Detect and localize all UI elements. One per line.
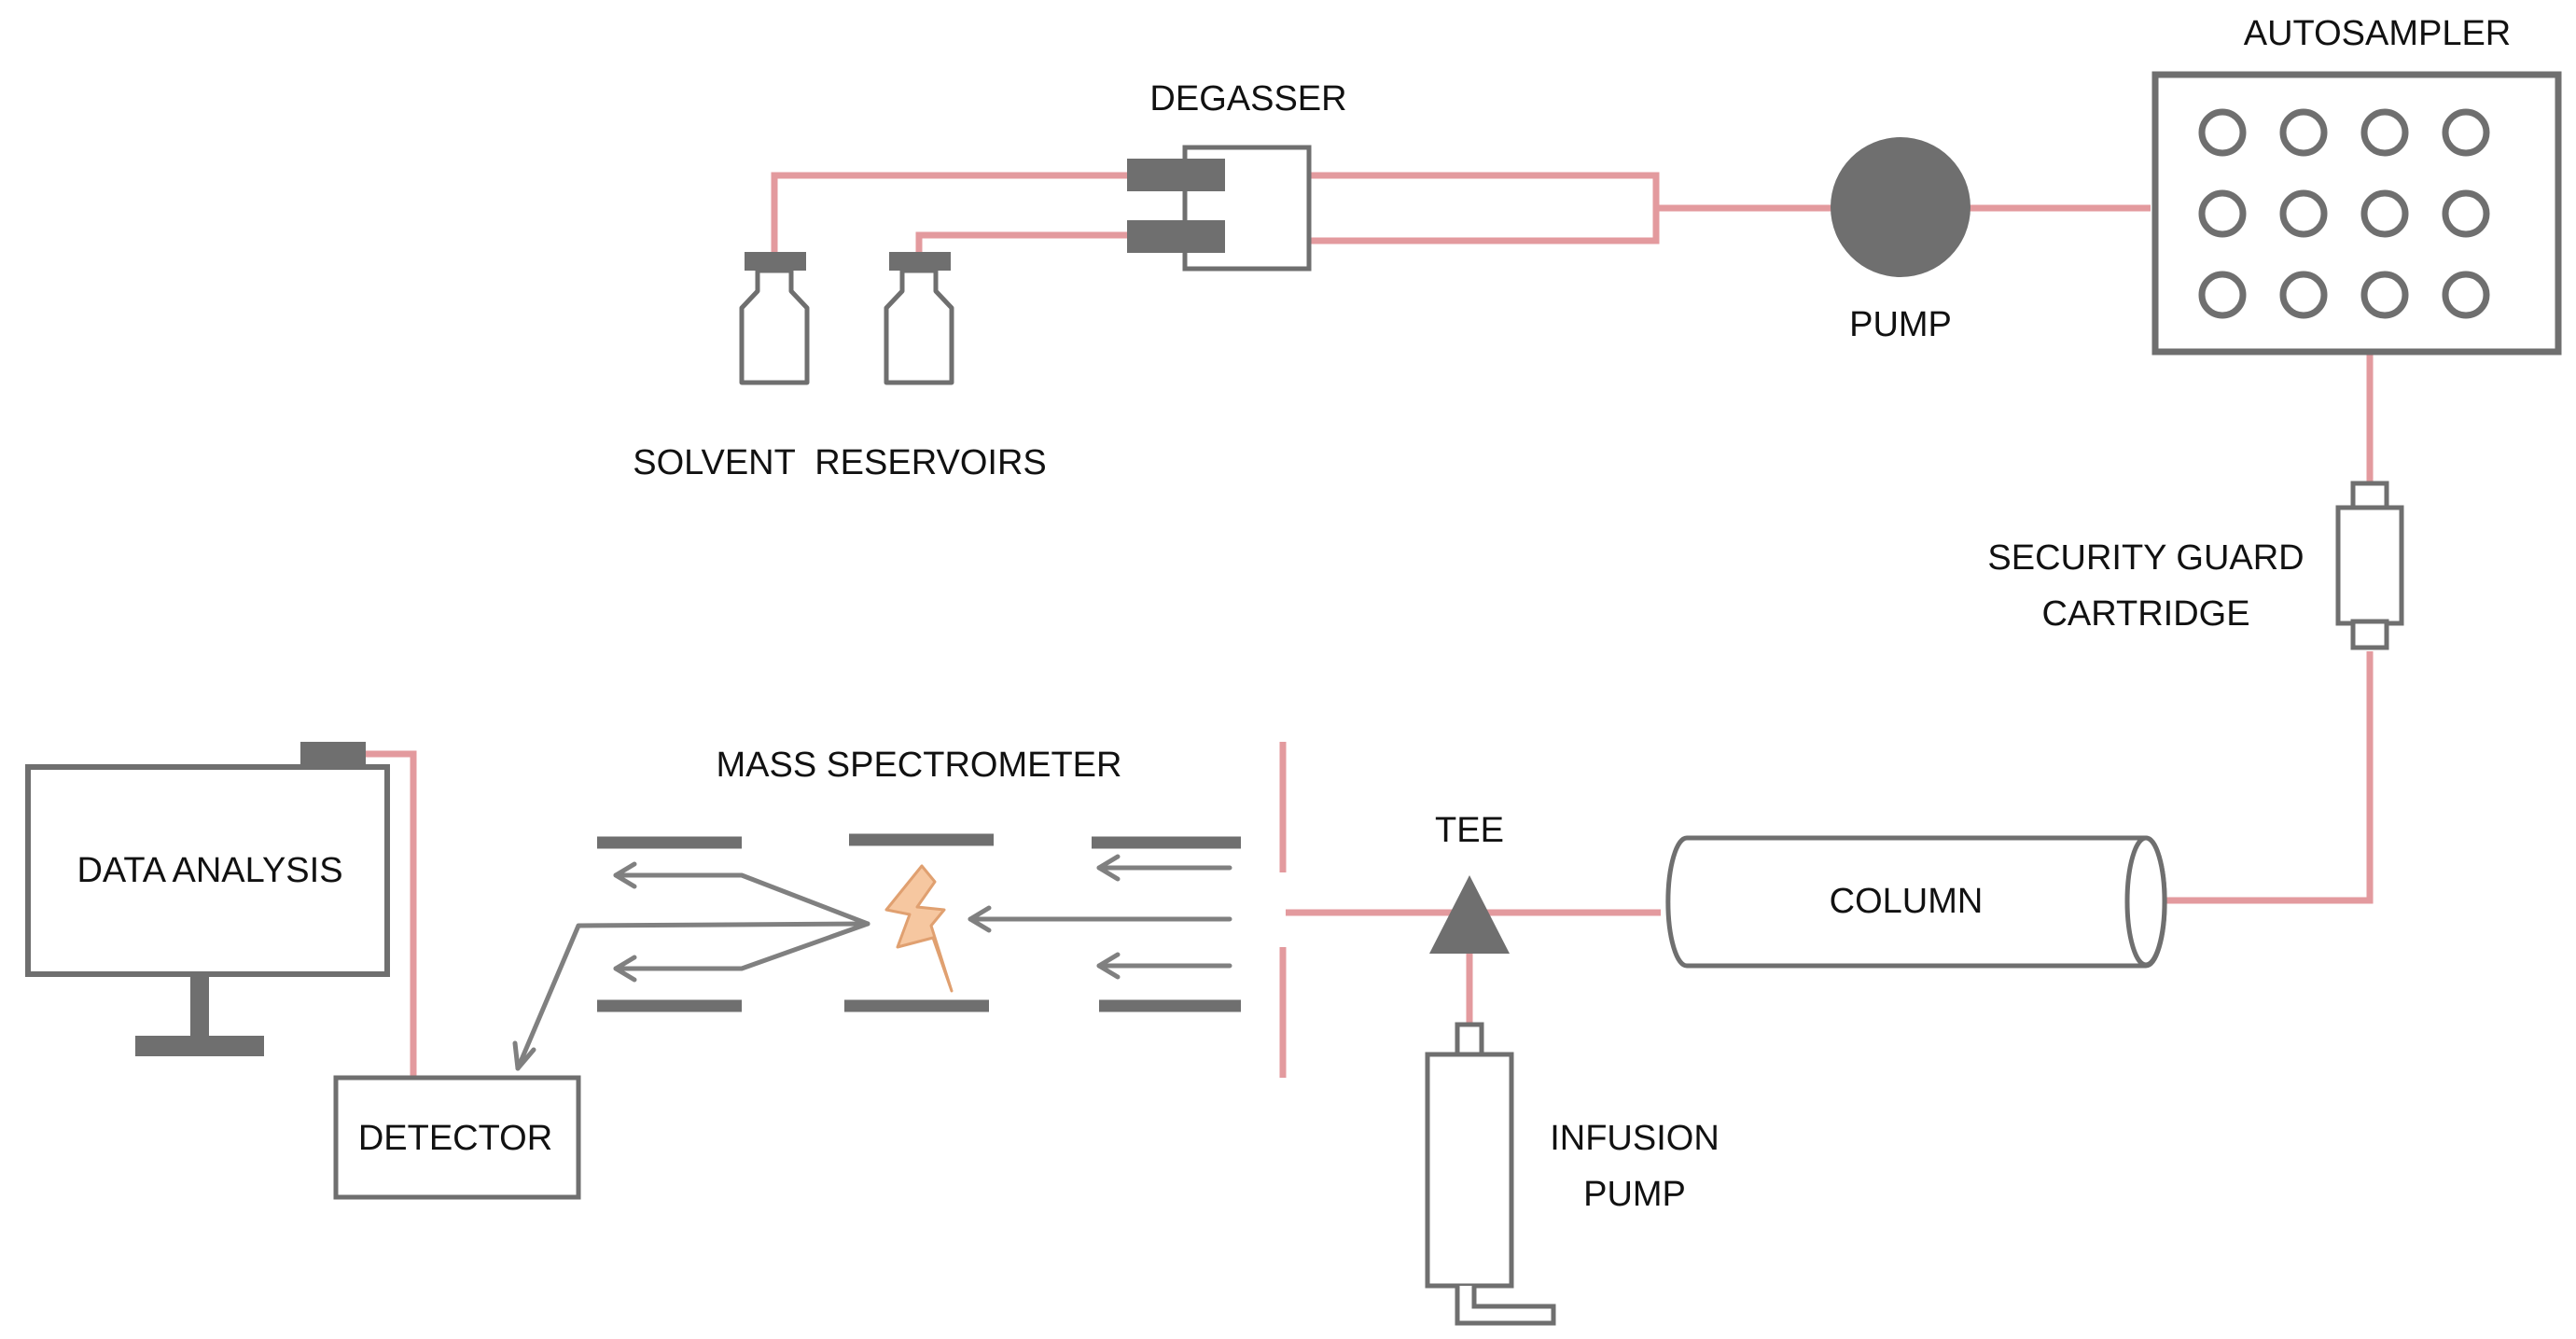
sample-well-icon [2360, 271, 2409, 319]
autosampler-box [2151, 71, 2562, 356]
detector: DETECTOR [333, 1075, 581, 1200]
pump: PUMP [1831, 137, 1970, 344]
syringe-tip [1455, 1022, 1484, 1059]
label-tee: TEE [1435, 811, 1504, 850]
degasser-port-2-front [1127, 220, 1225, 253]
pump-icon [1831, 137, 1970, 277]
label-solvent-reservoirs: SOLVENT RESERVOIRS [633, 443, 1046, 482]
guard-bottom-fitting [2350, 619, 2389, 650]
sample-well-icon [2360, 189, 2409, 238]
sample-well-icon [2442, 271, 2490, 319]
data-analysis-computer: DATA ANALYSIS [25, 742, 390, 1056]
tubing-guard-to-column [2165, 651, 2374, 904]
label-security-guard-line2: CARTRIDGE [2041, 594, 2249, 634]
column: COLUMN [1665, 835, 2167, 969]
sample-well-icon [2279, 271, 2328, 319]
sample-well-icon [2279, 108, 2328, 157]
label-security-guard-line1: SECURITY GUARD [1987, 538, 2304, 578]
label-infusion-pump-line2: PUMP [1583, 1175, 1686, 1214]
sample-well-icon [2198, 189, 2247, 238]
mass-spectrometer: MASS SPECTROMETER [512, 746, 1241, 1071]
label-infusion-pump-line1: INFUSION [1550, 1119, 1720, 1158]
label-autosampler: AUTOSAMPLER [2244, 14, 2511, 53]
solvent-bottle-2 [884, 252, 954, 385]
label-pump: PUMP [1849, 305, 1952, 344]
autosampler-wells [2198, 108, 2490, 319]
degasser-port-1-front [1127, 159, 1225, 191]
tubing-reservoir2-to-degasser [915, 231, 1129, 257]
bottle-icon [884, 268, 954, 385]
ionization-spark-icon [884, 864, 954, 993]
sample-well-icon [2442, 189, 2490, 238]
column-end-cap [2124, 835, 2167, 968]
sample-well-icon [2198, 271, 2247, 319]
guard-cartridge-body [2335, 505, 2404, 626]
tee-icon [1429, 875, 1510, 954]
sample-well-icon [2279, 189, 2328, 238]
monitor-stand [190, 974, 209, 1041]
label-detector: DETECTOR [358, 1119, 552, 1158]
autosampler: AUTOSAMPLER [2151, 14, 2562, 356]
computer-port [300, 742, 366, 768]
guard-top-fitting [2350, 481, 2389, 512]
bottle-icon [739, 268, 810, 385]
label-mass-spectrometer: MASS SPECTROMETER [717, 746, 1122, 785]
tubing-degasser-loop [1306, 172, 1660, 244]
solvent-bottle-1 [739, 252, 810, 385]
syringe-barrel [1425, 1052, 1514, 1289]
monitor-base [135, 1036, 264, 1056]
sample-well-icon [2360, 108, 2409, 157]
label-column: COLUMN [1830, 882, 1984, 921]
tubing-detector-to-computer [364, 750, 417, 1076]
ion-arrows-incoming [968, 854, 1232, 980]
security-guard-cartridge: SECURITY GUARD CARTRIDGE [1987, 481, 2404, 650]
ion-arrows-separated [512, 861, 870, 1071]
label-data-analysis: DATA ANALYSIS [77, 851, 342, 890]
sample-well-icon [2442, 108, 2490, 157]
syringe-plunger [1455, 1286, 1556, 1326]
degasser: DEGASSER [1127, 79, 1347, 272]
detector-box [333, 1075, 581, 1200]
label-degasser: DEGASSER [1149, 79, 1346, 119]
tubing [364, 172, 2374, 1078]
solvent-reservoirs: SOLVENT RESERVOIRS [633, 252, 1047, 482]
bottle-cap [745, 252, 806, 271]
sample-well-icon [2198, 108, 2247, 157]
bottle-cap [889, 252, 951, 271]
tee: TEE [1429, 811, 1510, 954]
tubing-reservoir1-to-degasser [771, 172, 1129, 257]
monitor-icon [25, 764, 390, 977]
infusion-pump: INFUSION PUMP [1425, 1022, 1720, 1326]
